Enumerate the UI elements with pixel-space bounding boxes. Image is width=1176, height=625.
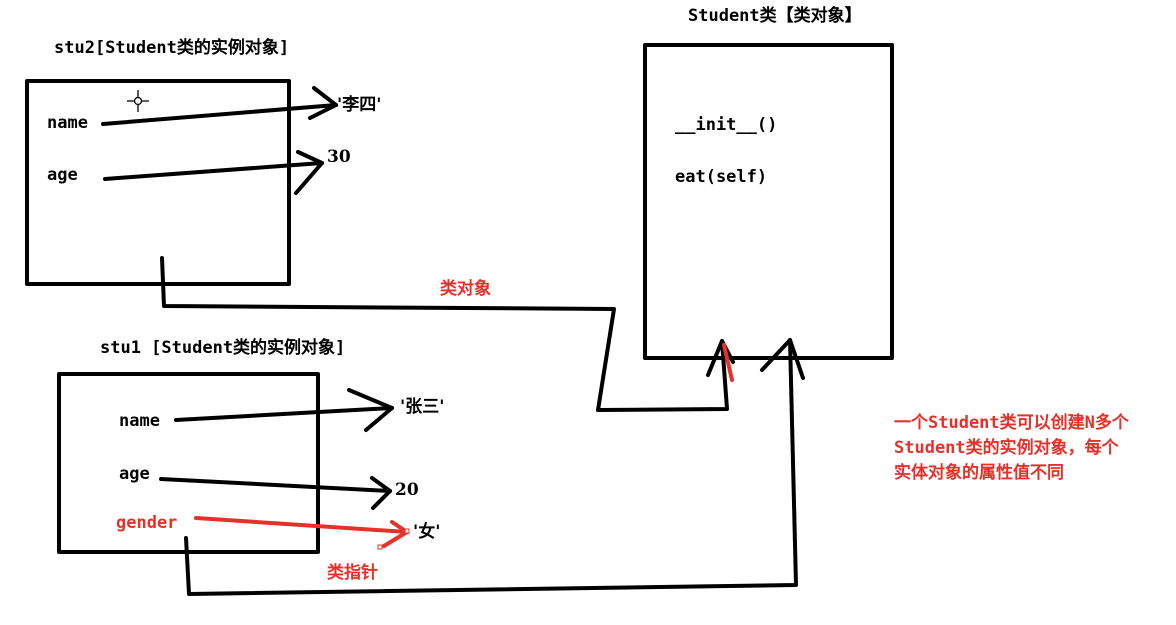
class-object-arrowhead xyxy=(706,339,735,377)
class-pointer-connector xyxy=(184,338,798,596)
class-object-red-mark xyxy=(722,343,734,382)
class-object-label: 类对象 xyxy=(440,279,491,299)
stu2-name-arrow xyxy=(101,86,338,126)
eat-method: eat(self) xyxy=(675,167,768,187)
stu2-age-value: 30 xyxy=(327,147,351,167)
selection-handle xyxy=(377,544,383,550)
stu2-age-key: age xyxy=(47,165,78,185)
stu1-age-value: 20 xyxy=(395,480,419,500)
stu1-gender-value: '女' xyxy=(413,522,441,542)
crosshair-cursor-icon xyxy=(127,90,149,112)
class-pointer-arrowhead xyxy=(760,338,805,380)
stu2-title: stu2[Student类的实例对象] xyxy=(54,38,290,58)
selection-handle xyxy=(404,528,410,534)
stu1-name-arrow xyxy=(174,388,394,432)
stu1-age-key: age xyxy=(119,464,150,484)
note-line: 一个Student类可以创建N多个 xyxy=(894,413,1129,433)
student-class-title: Student类【类对象】 xyxy=(688,6,862,26)
student-class-box xyxy=(643,43,894,360)
stu1-name-value: '张三' xyxy=(400,397,445,417)
note-line: Student类的实例对象，每个 xyxy=(894,438,1119,458)
note-line: 实体对象的属性值不同 xyxy=(894,463,1064,483)
stu1-age-arrow xyxy=(159,476,392,510)
stu2-name-value: '李四' xyxy=(337,95,382,115)
explanation-note: 一个Student类可以创建N多个 Student类的实例对象，每个 实体对象的… xyxy=(894,411,1174,486)
init-method: __init__() xyxy=(675,115,778,135)
stu2-age-arrow xyxy=(103,150,324,195)
stu2-name-key: name xyxy=(47,113,88,133)
stu1-title: stu1 [Student类的实例对象] xyxy=(100,338,346,358)
stu1-gender-arrow xyxy=(194,516,409,548)
stu2-box xyxy=(25,79,291,286)
stu1-name-key: name xyxy=(119,411,160,431)
stu1-gender-key: gender xyxy=(116,513,178,533)
class-pointer-label: 类指针 xyxy=(327,563,378,583)
class-object-connector xyxy=(160,256,729,412)
